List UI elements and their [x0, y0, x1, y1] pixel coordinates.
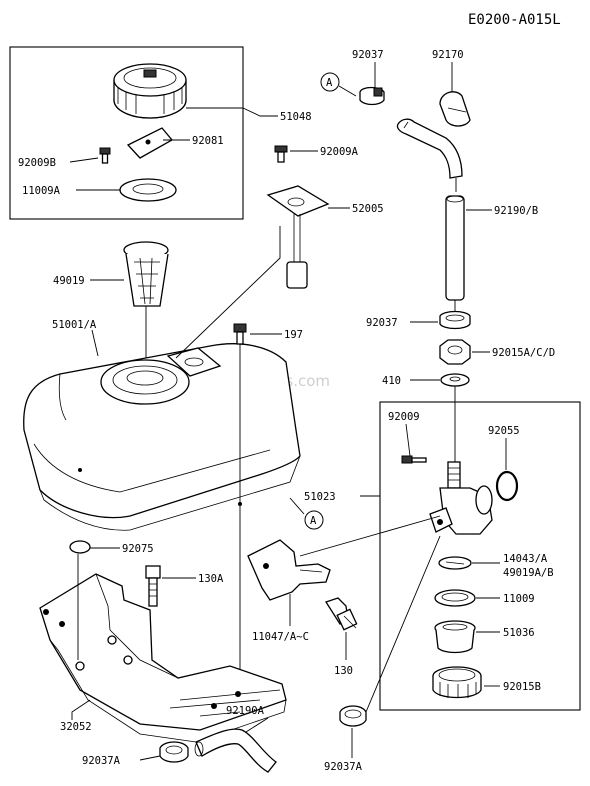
fuel-cock-51023-part [429, 461, 493, 535]
screw-92009-part [401, 455, 427, 464]
clip-92037a-right-part [339, 705, 367, 727]
label-52005: 52005 [352, 203, 384, 215]
hose-92190a-part [194, 728, 277, 773]
label-92190a: 92190A [226, 705, 265, 717]
label-51023: 51023 [304, 491, 336, 503]
reference-code: E0200-A015L [468, 12, 561, 28]
label-410: 410 [382, 375, 401, 387]
gasket-11009a-part [119, 178, 177, 202]
label-92037-top: 92037 [352, 49, 384, 61]
label-51036: 51036 [503, 627, 535, 639]
clip-92037-top-part [359, 86, 385, 106]
label-92170: 92170 [432, 49, 464, 61]
label-92190b: 92190/B [494, 205, 538, 217]
seal-14043a-part [438, 556, 472, 570]
gasket-11009-part [434, 589, 476, 607]
screw-92009b-part [99, 147, 111, 164]
cap-group-box [9, 46, 244, 220]
washer-410-part [440, 373, 470, 387]
plug-92075-part [69, 540, 91, 554]
label-51001a: 51001/A [52, 319, 97, 331]
fuel-cock-group-box [379, 401, 581, 711]
bolt-130a-part [145, 565, 161, 607]
oring-92055-part [495, 470, 519, 502]
fuel-cap-part [113, 63, 187, 119]
label-92015b: 92015B [503, 681, 541, 693]
fuel-tank-part [23, 343, 301, 531]
clip-92037a-left-part [159, 741, 189, 763]
label-92037-mid: 92037 [366, 317, 398, 329]
bracket-11047-part [247, 539, 331, 601]
label-11009: 11009 [503, 593, 535, 605]
label-130: 130 [334, 665, 353, 677]
label-11047ac: 11047/A~C [252, 631, 309, 643]
label-92009: 92009 [388, 411, 420, 423]
label-92015acd: 92015A/C/D [492, 347, 555, 359]
label-92037a-left: 92037A [82, 755, 121, 767]
callout-a-top: A [326, 77, 333, 89]
callout-a-tank: A [310, 515, 317, 527]
vent-plate-part [126, 127, 173, 159]
label-32052: 32052 [60, 721, 92, 733]
label-14043a: 14043/A [503, 553, 548, 565]
label-11009a: 11009A [22, 185, 61, 197]
label-92009b: 92009B [18, 157, 56, 169]
label-51048: 51048 [280, 111, 312, 123]
label-197: 197 [284, 329, 303, 341]
label-49019: 49019 [53, 275, 85, 287]
cup-51036-part [434, 620, 476, 654]
label-92075: 92075 [122, 543, 154, 555]
filter-49019-part [123, 241, 169, 307]
bolt-197-part [233, 323, 247, 345]
hose-elbow-part [396, 118, 463, 179]
frame-32052-part [39, 573, 287, 743]
clamp-92170-part [439, 91, 471, 127]
label-130a: 130A [198, 573, 224, 585]
nut-92015acd-part [439, 339, 471, 365]
label-92037a-right: 92037A [324, 761, 363, 773]
fuel-gauge-52005-part [266, 185, 330, 289]
screw-92009a-part [274, 145, 288, 163]
label-92081: 92081 [192, 135, 224, 147]
nut-92015b-part [432, 666, 482, 699]
hose-92190b-part [445, 195, 465, 301]
label-92055: 92055 [488, 425, 520, 437]
bolt-130-part [325, 597, 358, 631]
label-49019ab: 49019A/B [503, 567, 554, 579]
label-92009a: 92009A [320, 146, 359, 158]
clip-92037-mid-part [439, 310, 471, 330]
